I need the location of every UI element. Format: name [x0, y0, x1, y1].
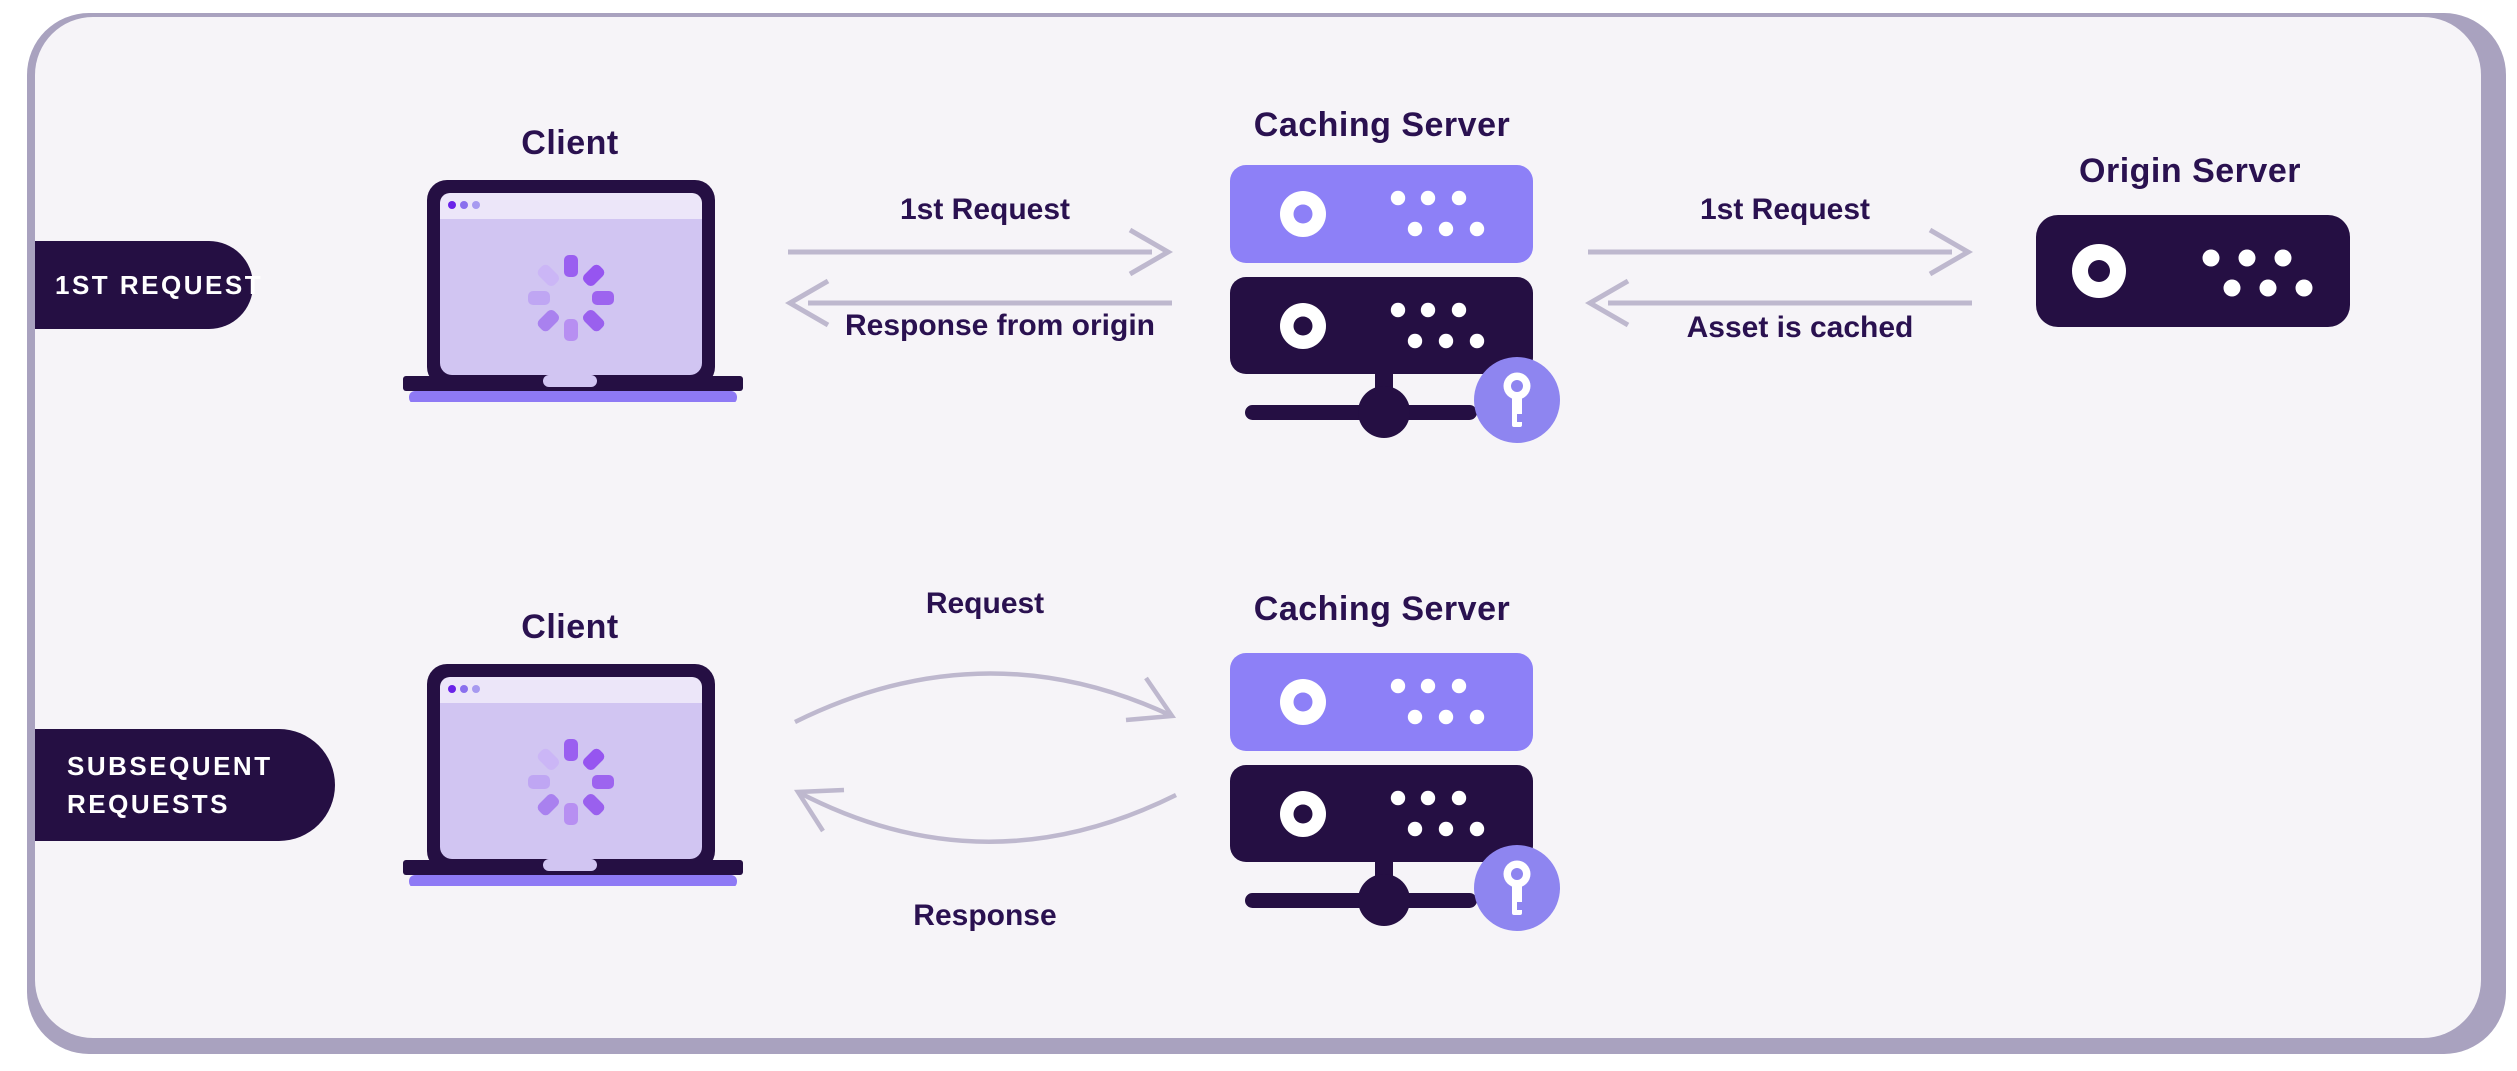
server-dots-icon	[1390, 190, 1485, 237]
arrow-label-response-from-origin: Response from origin	[844, 309, 1156, 342]
badge-1st-request-label: 1ST REQUEST	[55, 270, 264, 300]
server-dots-icon	[2202, 249, 2313, 297]
arrow-label-asset-is-cached: Asset is cached	[1686, 311, 1914, 344]
badge-1st-request: 1ST REQUEST	[35, 241, 264, 329]
arrow-head-right-icon	[1125, 676, 1177, 723]
arrow-label-1st-request-client: 1st Request	[899, 193, 1071, 226]
client-title-row2: Client	[521, 608, 619, 646]
badge-subsequent-requests: SUBSEQUENT REQUESTS	[35, 729, 335, 841]
origin-server-icon	[2036, 215, 2350, 327]
browser-dots-icon	[448, 201, 480, 209]
curved-request-response-arrows	[793, 671, 1178, 844]
browser-dots-icon	[448, 685, 480, 693]
client-laptop-icon-row2	[403, 664, 743, 886]
caching-server-title-row1: Caching Server	[1253, 106, 1511, 144]
arrow-head-left-icon	[785, 278, 830, 328]
arrow-head-left-icon	[793, 787, 845, 833]
caching-server-icon-row1	[1230, 165, 1560, 443]
client-laptop-icon-row1	[403, 180, 743, 402]
arrow-head-right-icon	[1128, 227, 1173, 277]
badge-subsequent-label-line1: SUBSEQUENT	[67, 751, 273, 781]
arrow-head-right-icon	[1928, 227, 1973, 277]
curved-arrow-bottom	[796, 790, 1178, 844]
arrow-label-request: Request	[925, 587, 1045, 620]
key-badge-icon	[1474, 845, 1560, 931]
loading-spinner-icon	[528, 255, 614, 341]
origin-server-title: Origin Server	[2079, 152, 2301, 190]
arrow-head-left-icon	[1585, 278, 1630, 328]
arrow-label-1st-request-origin: 1st Request	[1699, 193, 1871, 226]
key-badge-icon	[1474, 357, 1560, 443]
curved-arrow-top	[794, 671, 1173, 725]
loading-spinner-icon	[528, 739, 614, 825]
arrow-label-response: Response	[913, 899, 1057, 932]
client-title-row1: Client	[521, 124, 619, 162]
caching-server-title-row2: Caching Server	[1253, 590, 1511, 628]
request-response-arrows-origin	[1585, 227, 1973, 328]
server-dots-icon	[1390, 790, 1485, 837]
caching-server-icon-row2	[1230, 653, 1560, 931]
server-dots-icon	[1390, 302, 1485, 349]
request-response-arrows-row1	[785, 227, 1173, 328]
server-dots-icon	[1390, 678, 1485, 725]
badge-subsequent-label-line2: REQUESTS	[67, 789, 231, 819]
